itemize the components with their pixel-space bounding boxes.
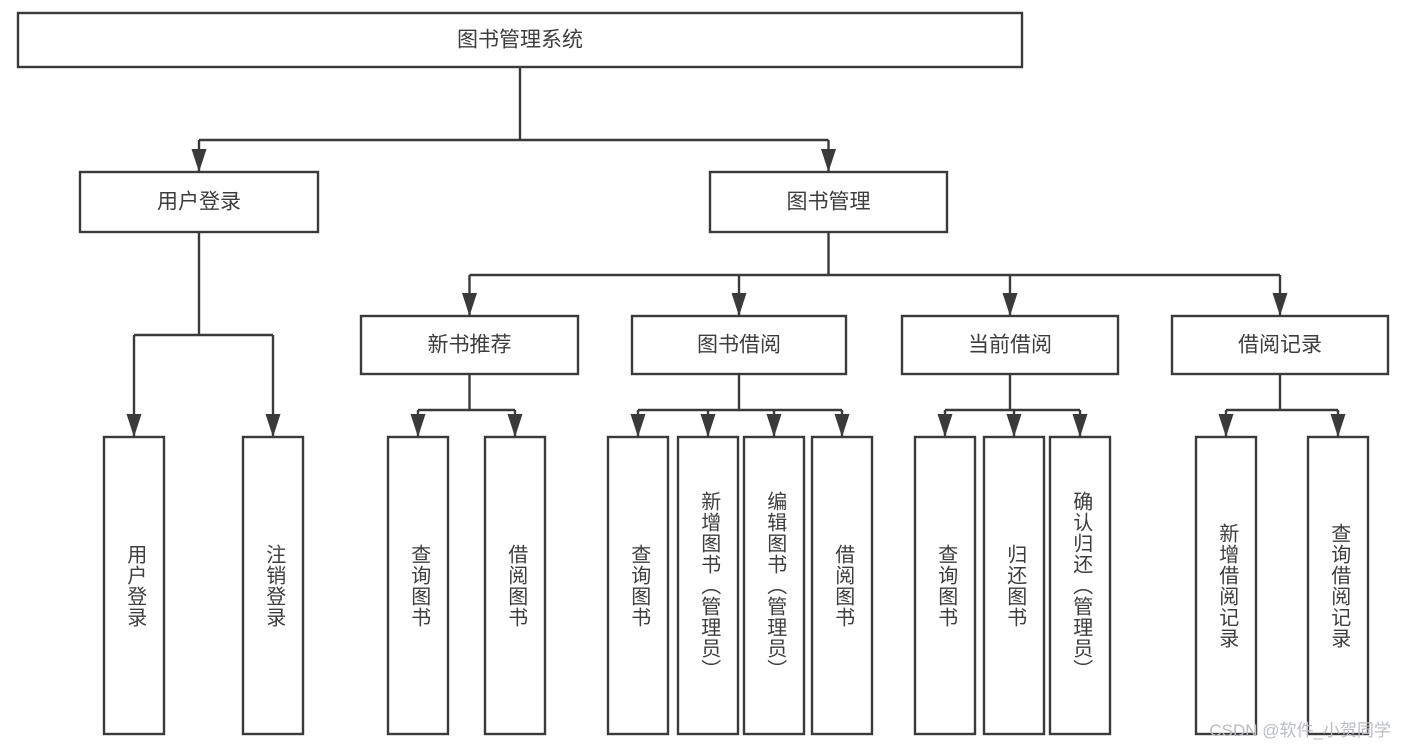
arrowhead — [1002, 293, 1018, 316]
node-new-book-rec-box[interactable] — [359, 314, 580, 376]
node-leaf-borrow-book-rec-box[interactable] — [483, 435, 547, 736]
node-leaf-edit-book[interactable] — [742, 435, 806, 736]
node-leaf-query-book-rec-box[interactable] — [386, 435, 450, 736]
node-leaf-user-login[interactable] — [102, 435, 166, 736]
node-leaf-return-book-box[interactable] — [982, 435, 1046, 736]
arrowhead — [700, 414, 716, 437]
node-leaf-confirm-return[interactable] — [1048, 435, 1112, 736]
arrowhead — [126, 414, 142, 437]
node-leaf-borrow-book-rec[interactable] — [483, 435, 547, 736]
node-leaf-borrow-book[interactable] — [810, 435, 874, 736]
csdn-watermark: CSDN @软件_小贺同学 — [1209, 721, 1391, 740]
arrowhead — [1072, 414, 1088, 437]
arrowhead — [507, 414, 523, 437]
arrowhead — [766, 414, 782, 437]
node-leaf-edit-book-box[interactable] — [742, 435, 806, 736]
node-leaf-query-record-box[interactable] — [1306, 435, 1370, 736]
arrowhead — [821, 149, 836, 172]
node-book-manage-box[interactable] — [708, 170, 949, 234]
node-leaf-user-login-box[interactable] — [102, 435, 166, 736]
node-leaf-query-book-cur-box[interactable] — [913, 435, 977, 736]
node-leaf-add-record[interactable] — [1194, 435, 1258, 736]
node-current-borrow-box[interactable] — [900, 314, 1120, 376]
arrowhead — [462, 293, 477, 316]
node-leaf-add-book-box[interactable] — [676, 435, 740, 736]
arrowhead — [731, 293, 747, 316]
node-leaf-confirm-return-box[interactable] — [1048, 435, 1112, 736]
node-borrow-record-label: 借阅记录 — [1238, 334, 1322, 357]
node-leaf-query-book-cur[interactable] — [913, 435, 977, 736]
node-leaf-user-logout-box[interactable] — [241, 435, 305, 736]
node-leaf-query-book-rec[interactable] — [386, 435, 450, 736]
node-current-borrow-label: 当前借阅 — [968, 334, 1052, 357]
arrowhead — [834, 414, 850, 437]
arrowhead — [1218, 414, 1234, 437]
node-leaf-user-logout[interactable] — [241, 435, 305, 736]
node-leaf-query-record[interactable] — [1306, 435, 1370, 736]
node-book-borrow[interactable] — [630, 314, 848, 376]
node-leaf-add-record-box[interactable] — [1194, 435, 1258, 736]
node-root-label: 图书管理系统 — [457, 29, 583, 52]
node-borrow-record[interactable] — [1170, 314, 1390, 376]
node-new-book-rec[interactable] — [359, 314, 580, 376]
node-book-manage[interactable] — [708, 170, 949, 234]
node-user-login-box[interactable] — [78, 170, 320, 234]
arrowhead — [937, 414, 953, 437]
node-root-box[interactable] — [16, 11, 1024, 69]
node-leaf-return-book[interactable] — [982, 435, 1046, 736]
arrowhead — [1006, 414, 1022, 437]
arrowhead — [410, 414, 426, 437]
node-leaf-borrow-book-box[interactable] — [810, 435, 874, 736]
node-borrow-record-box[interactable] — [1170, 314, 1390, 376]
node-book-borrow-label: 图书借阅 — [697, 334, 781, 357]
node-new-book-rec-label: 新书推荐 — [428, 334, 512, 357]
node-root[interactable] — [16, 11, 1024, 69]
node-leaf-query-book[interactable] — [606, 435, 670, 736]
arrowhead — [191, 149, 207, 172]
arrowhead — [265, 414, 281, 437]
arrowhead — [1272, 293, 1288, 316]
node-current-borrow[interactable] — [900, 314, 1120, 376]
connector-layer — [126, 67, 1346, 437]
arrowhead — [1330, 414, 1346, 437]
node-user-login[interactable] — [78, 170, 320, 234]
node-user-login-label: 用户登录 — [157, 191, 241, 214]
node-book-manage-label: 图书管理 — [787, 191, 871, 214]
node-leaf-add-book[interactable] — [676, 435, 740, 736]
arrowhead — [630, 414, 646, 437]
node-leaf-query-book-box[interactable] — [606, 435, 670, 736]
node-book-borrow-box[interactable] — [630, 314, 848, 376]
